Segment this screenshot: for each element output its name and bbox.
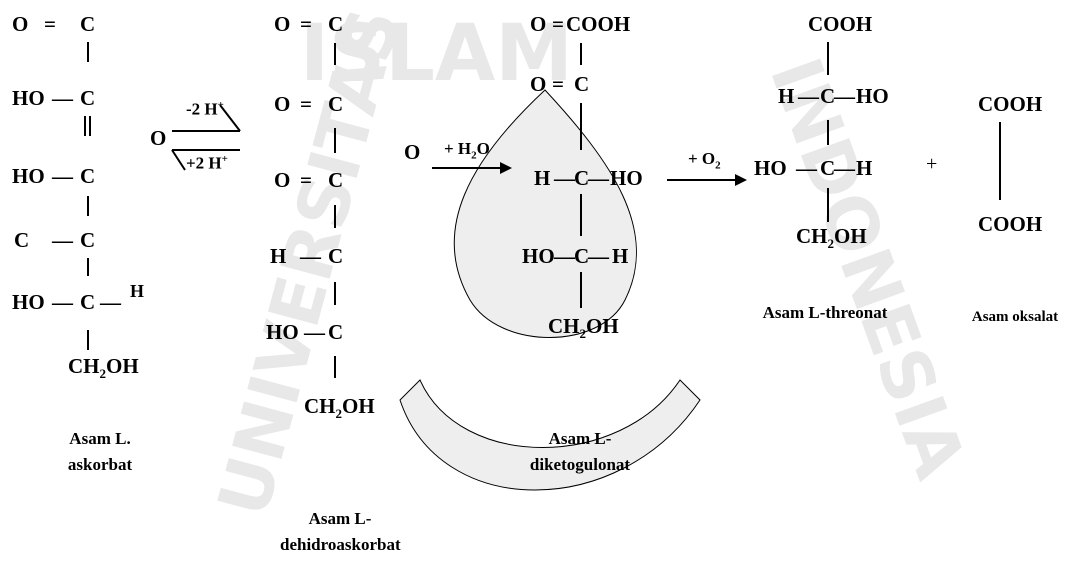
s2-bond-5: —: [304, 320, 325, 344]
s4-h-3: H: [856, 156, 873, 180]
s1-c3: C: [80, 164, 96, 188]
s2-o3: O: [274, 168, 291, 192]
s3-o2: O: [530, 72, 547, 96]
s4-cooh: COOH: [808, 12, 873, 36]
s2-o1: O: [274, 12, 291, 36]
s2-c3: C: [328, 168, 344, 192]
s1-bond-4: —: [52, 228, 73, 252]
s1-ho-3: HO: [12, 164, 45, 188]
s1-double-bond-1: =: [44, 12, 56, 36]
s5-cooh-bottom: COOH: [978, 212, 1043, 236]
arrow3-label: + O2: [688, 149, 721, 172]
s1-bond-5b: —: [100, 290, 121, 314]
s2-double-bond-3: =: [300, 168, 312, 192]
s2-c2: C: [328, 92, 344, 116]
s2-h-4: H: [270, 244, 287, 268]
plus-sign: +: [926, 153, 938, 175]
s1-bond-5: —: [52, 290, 73, 314]
s4-bond-2: —: [798, 84, 819, 108]
s1-bond-3: —: [52, 164, 73, 188]
s3-ho-4: HO: [522, 244, 555, 268]
s3-bond-3b: —: [588, 166, 609, 190]
s2-double-bond-1: =: [300, 12, 312, 36]
s3-cooh: COOH: [566, 12, 631, 36]
s1-h-5: H: [130, 281, 145, 301]
s2-ch2oh: CH2OH: [304, 394, 375, 422]
s1-c5: C: [80, 290, 96, 314]
s4-bond-2b: —: [834, 84, 855, 108]
s1-c1: C: [80, 12, 96, 36]
watermark-emblem-flame: [453, 89, 637, 338]
s3-bond-4: —: [554, 244, 575, 268]
s2-ring-o: O: [404, 140, 421, 164]
s1-c2: C: [80, 86, 96, 110]
s3-ho-3: HO: [610, 166, 643, 190]
s2-bond-4: —: [300, 244, 321, 268]
s3-c3: C: [574, 166, 590, 190]
s4-c3: C: [820, 156, 836, 180]
s3-c2: C: [574, 72, 590, 96]
s2-c1: C: [328, 12, 344, 36]
compound-2-name: Asam L- dehidroaskorbat: [280, 509, 401, 554]
s2-o2: O: [274, 92, 291, 116]
s1-ho-2: HO: [12, 86, 45, 110]
s1-ring-o: O: [150, 126, 167, 150]
s1-ch2oh: CH2OH: [68, 354, 139, 382]
s3-double-bond-2: =: [552, 72, 564, 96]
s3-double-bond-1: =: [552, 12, 564, 36]
s2-c5: C: [328, 320, 344, 344]
arrow1-label-top: -2 H+: [186, 99, 224, 119]
s3-o1: O: [530, 12, 547, 36]
s3-bond-3: —: [554, 166, 575, 190]
s1-o1: O: [12, 12, 29, 36]
s3-ch2oh: CH2OH: [548, 314, 619, 342]
s3-bond-4b: —: [588, 244, 609, 268]
s1-c-left-4: C: [14, 228, 30, 252]
s4-ho-3: HO: [754, 156, 787, 180]
s1-c4: C: [80, 228, 96, 252]
compound-3-name: Asam L- diketogulonat: [529, 429, 631, 474]
s2-ho-5: HO: [266, 320, 299, 344]
s1-bond-2: —: [52, 86, 73, 110]
arrow1-label-bottom: +2 H+: [186, 153, 228, 173]
s4-c2: C: [820, 84, 836, 108]
s3-h-3: H: [534, 166, 551, 190]
arrow2-label: + H2O: [444, 139, 490, 162]
s4-h-2: H: [778, 84, 795, 108]
s4-bond-3b: —: [834, 156, 855, 180]
s3-c4: C: [574, 244, 590, 268]
s3-h-4: H: [612, 244, 629, 268]
compound-5-name: Asam oksalat: [971, 309, 1059, 325]
s1-ho-5: HO: [12, 290, 45, 314]
watermark-top-text: ISLAM: [300, 9, 573, 99]
s4-ho-2: HO: [856, 84, 889, 108]
compound-1-name: Asam L. askorbat: [67, 429, 133, 474]
compound-4-name: Asam L-threonat: [762, 303, 888, 322]
s5-cooh-top: COOH: [978, 92, 1043, 116]
s2-c4: C: [328, 244, 344, 268]
watermark-emblem-base: [399, 379, 701, 491]
s4-bond-3: —: [796, 156, 817, 180]
s2-double-bond-2: =: [300, 92, 312, 116]
s4-ch2oh: CH2OH: [796, 224, 867, 252]
